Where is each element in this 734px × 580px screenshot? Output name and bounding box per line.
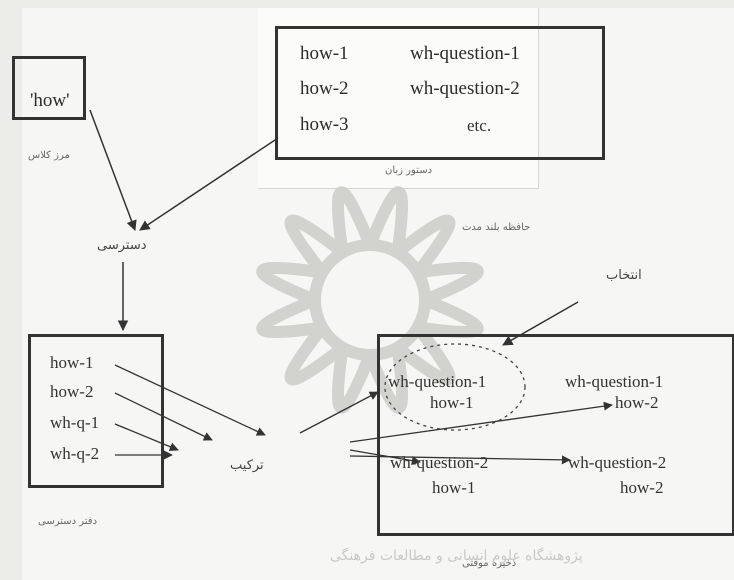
rosette-petal [256, 294, 324, 338]
store-cell-2-top: wh-question-1 [565, 372, 664, 391]
rosette-petal [416, 294, 484, 338]
grammar-right-3: etc. [467, 116, 492, 135]
grammar-left-1: how-1 [300, 43, 349, 64]
arrow-how1-to-combine [114, 364, 266, 436]
arrow-selection [502, 301, 579, 346]
arrow-combine-to-cell1 [299, 391, 379, 434]
store-cell-4-top: wh-question-2 [568, 453, 667, 472]
arrow-whq1-to-combine [114, 423, 179, 452]
watermark-text: پژوهشگاه علوم انسانی و مطالعات فرهنگی [330, 548, 583, 564]
arrow-grammar-to-access [139, 139, 276, 231]
arrow-combine-to-cell2 [349, 401, 613, 443]
rosette-petal [332, 346, 376, 414]
rosette-petal [364, 186, 408, 254]
access-item-2: how-2 [50, 382, 94, 401]
grammar-box [275, 26, 605, 160]
store-cell-3-bottom: how-1 [432, 478, 476, 497]
rosette-petal [284, 214, 347, 277]
grammar-caption: دستور زبان [385, 165, 433, 176]
rosette-petal [256, 262, 324, 306]
access-item-4: wh-q-2 [50, 444, 100, 463]
input-text: 'how' [30, 90, 70, 111]
rosette-petal [332, 186, 376, 254]
access-caption: دفتر دسترسی [38, 516, 98, 527]
store-cell-3-top: wh-question-2 [390, 453, 489, 472]
access-item-1: how-1 [50, 353, 94, 372]
grammar-right-1: wh-question-1 [410, 43, 520, 64]
store-cell-1-top: wh-question-1 [388, 372, 487, 391]
arrow-input-to-access [89, 109, 137, 231]
grammar-right-2: wh-question-2 [410, 78, 520, 99]
store-caption: ذخیره موقتی [462, 558, 517, 569]
store-cell-1-bottom: how-1 [430, 393, 474, 412]
middle-caption: حافظه بلند مدت [462, 222, 531, 233]
store-cell-4-bottom: how-2 [620, 478, 664, 497]
store-box [377, 334, 734, 536]
combine-label: ترکیب [230, 458, 264, 473]
access-label: دسترسی [97, 238, 147, 253]
input-caption: مرز کلاس [28, 150, 70, 161]
store-cell-2-bottom: how-2 [615, 393, 659, 412]
rosette-petal [416, 262, 484, 306]
grammar-left-3: how-3 [300, 114, 349, 135]
arrow-combine-to-cell4 [349, 455, 571, 465]
access-buffer-box [28, 334, 164, 488]
rosette-petal [393, 214, 456, 277]
selection-ellipse [384, 343, 526, 431]
input-box [12, 56, 86, 120]
grammar-left-2: how-2 [300, 78, 349, 99]
rosette-petal [284, 323, 347, 386]
selection-label: انتخاب [606, 268, 642, 283]
access-item-3: wh-q-1 [50, 413, 100, 432]
rosette-center [309, 239, 431, 361]
